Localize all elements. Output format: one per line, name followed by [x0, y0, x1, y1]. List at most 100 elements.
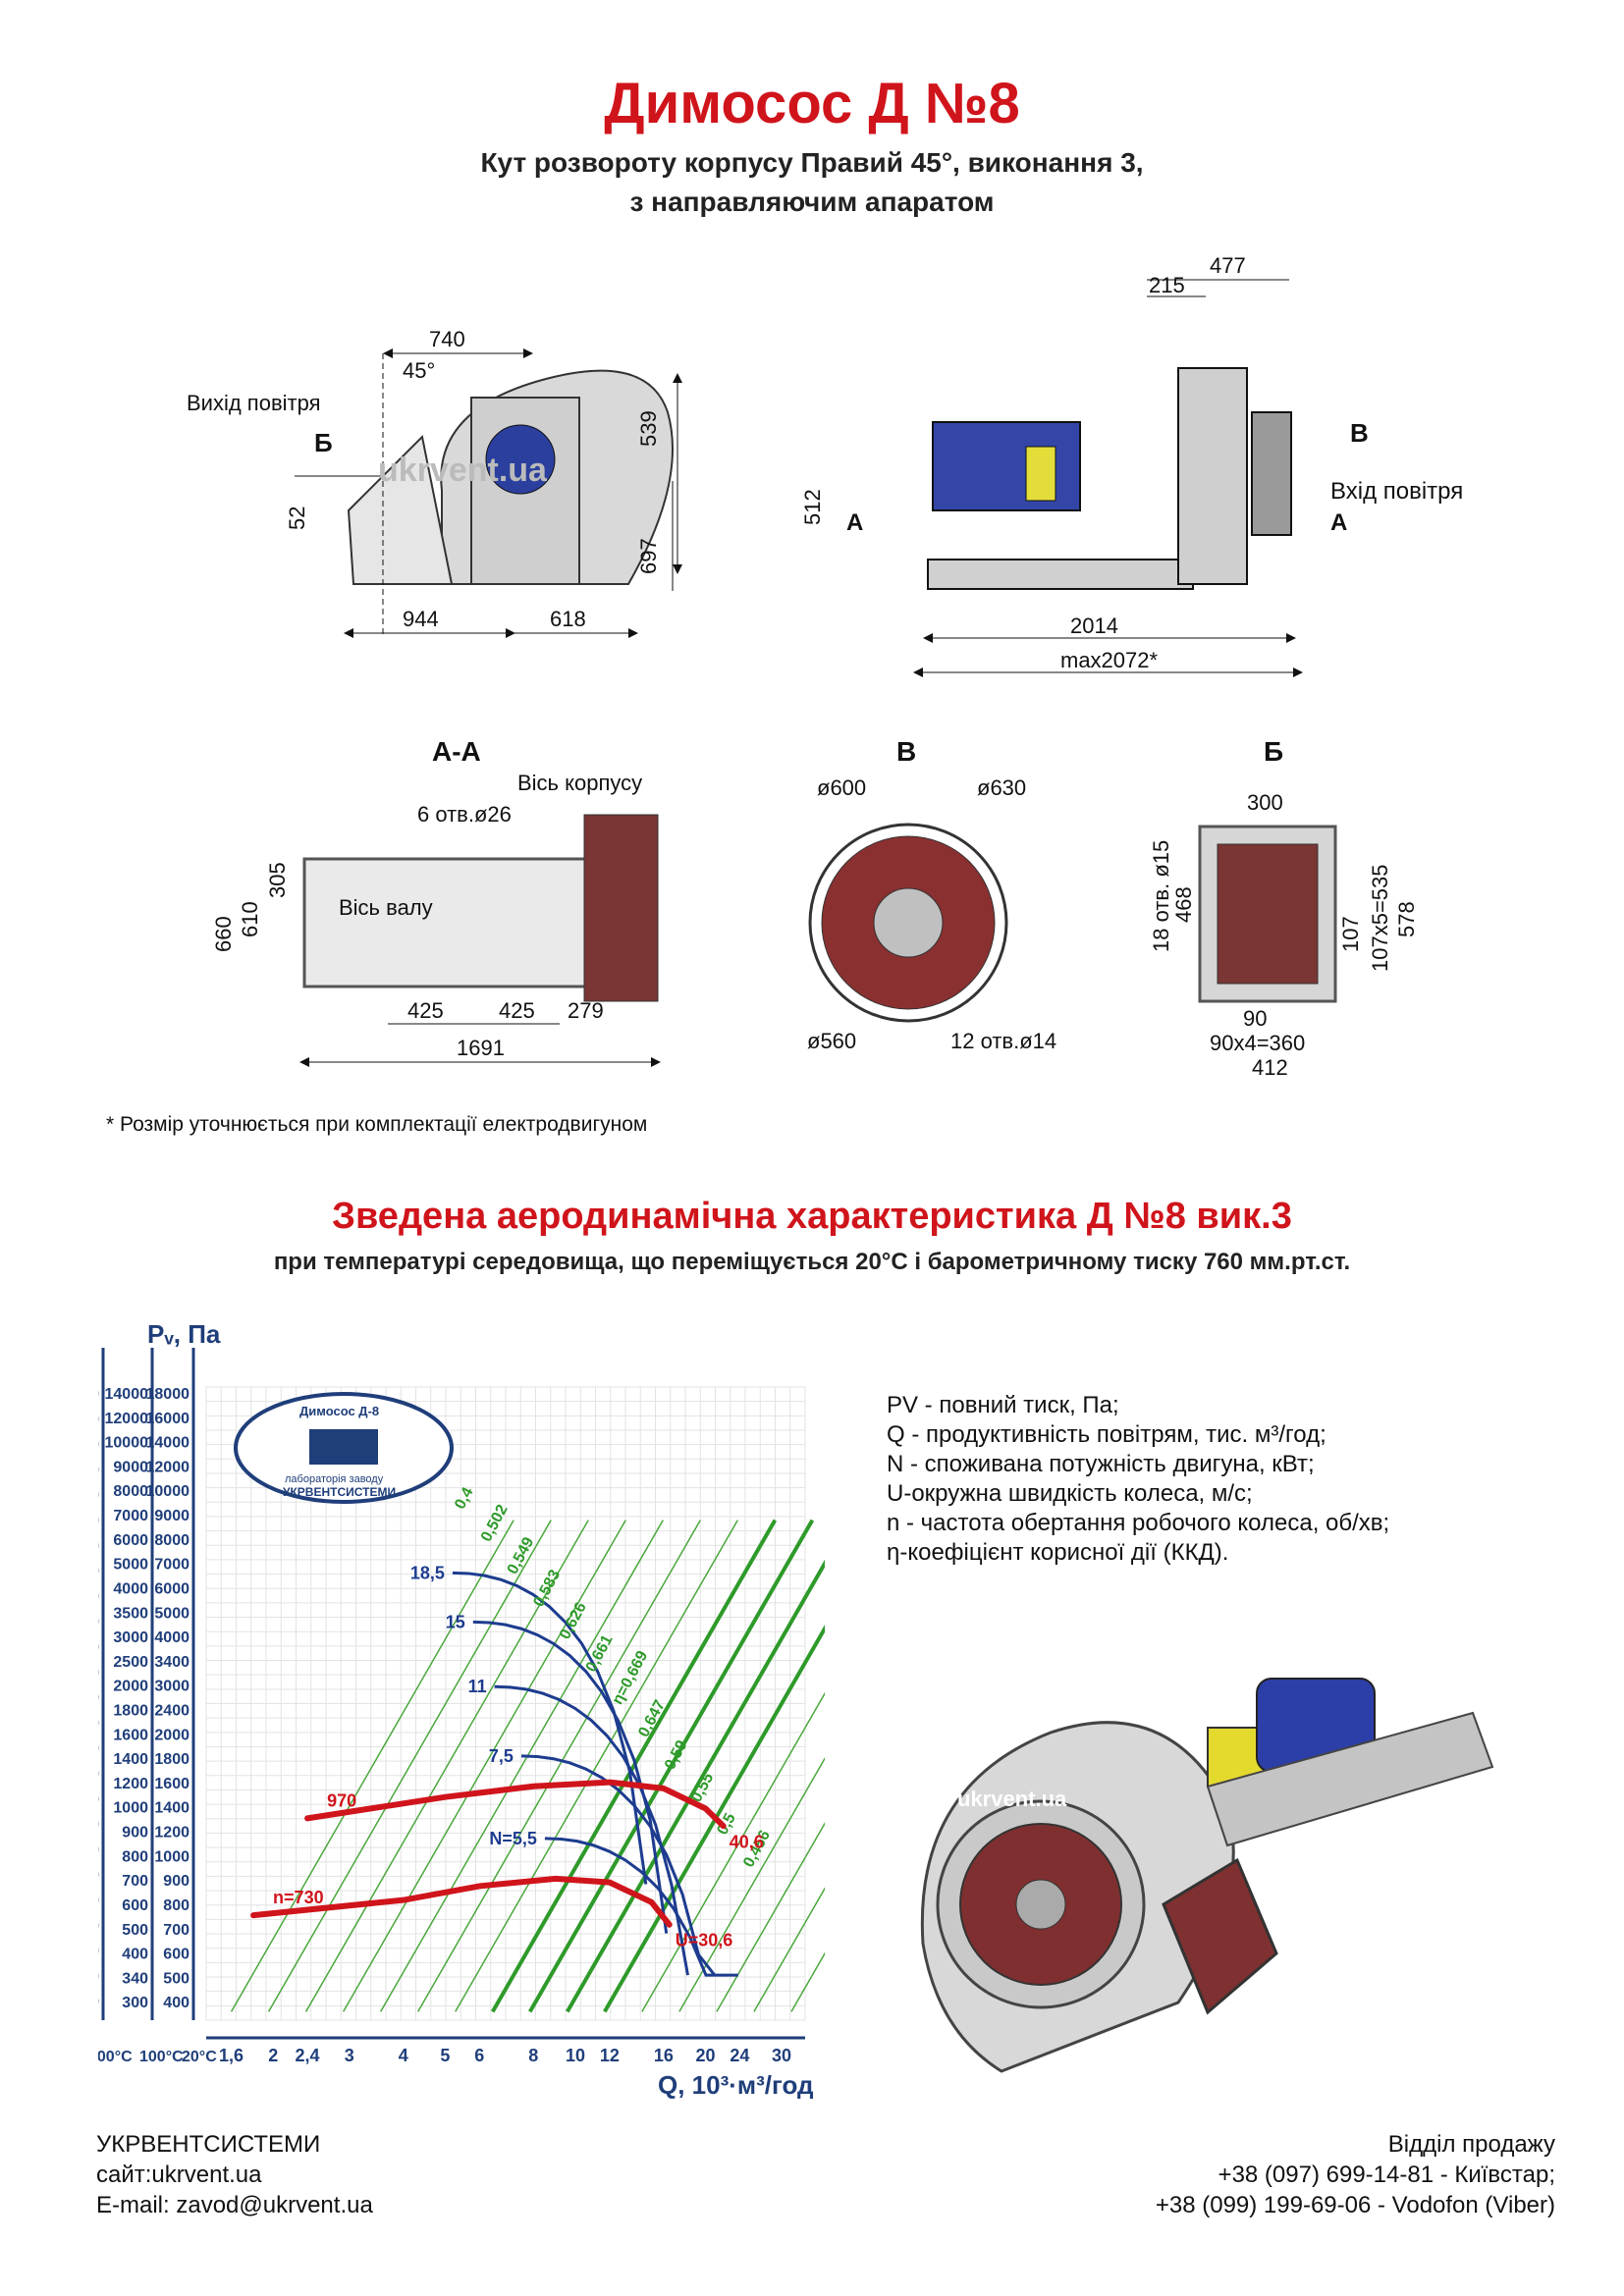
efficiency-line	[455, 1520, 738, 2012]
efficiency-label: 0,549	[505, 1534, 538, 1576]
power-curve-label: 11	[468, 1677, 487, 1696]
y-tick-label: 2500	[98, 1614, 99, 1630]
footer-phone-2[interactable]: +38 (099) 199-69-06 - Vodofon (Viber)	[1155, 2192, 1555, 2218]
dim-477: 477	[1210, 253, 1246, 278]
power-curve-label: 7,5	[489, 1746, 514, 1766]
dim-279: 279	[568, 998, 604, 1023]
y-tick-label: 7000	[113, 1508, 148, 1524]
footer-company: УКРВЕНТСИСТЕМИ	[96, 2131, 321, 2158]
efficiency-line	[603, 1624, 825, 2013]
dim-697: 697	[636, 538, 661, 574]
efficiency-line	[490, 1519, 778, 2013]
dim-660: 660	[211, 916, 236, 952]
dim-d600: ø600	[817, 775, 866, 800]
y-tick-label: 1200	[154, 1825, 189, 1842]
y-tick-label: 9000	[113, 1459, 148, 1475]
page-subtitle-1: Кут розвороту корпусу Правий 45°, викона…	[480, 147, 1144, 178]
section-aa-title: А-А	[432, 736, 481, 767]
y-tick-label: 3500	[98, 1564, 99, 1580]
technical-drawings: 740 45° Вихід повітря Б 52 539 697 944 6…	[187, 253, 1463, 1080]
aerodynamic-chart: 1000090008000700060005000400035003000250…	[98, 1319, 825, 2099]
dim-425-2: 425	[499, 998, 535, 1023]
y-tick-label: 4000	[98, 1538, 99, 1555]
logo-text-2: лабораторія заводу	[285, 1473, 384, 1485]
label-holes-15: 18 отв. ø15	[1149, 840, 1173, 952]
x-tick-label: 3	[345, 2046, 354, 2065]
dim-412: 412	[1252, 1055, 1288, 1080]
y-tick-label: 3500	[113, 1605, 148, 1622]
dim-107: 107	[1338, 916, 1363, 952]
y-tick-label: 1400	[154, 1800, 189, 1817]
section-v-drawing: В ø600 ø630 ø560 12 отв.ø14	[807, 736, 1056, 1053]
x-axis-label: Q, 10³·м³/год	[658, 2070, 814, 2099]
y-tick-label: 12000	[105, 1411, 149, 1427]
efficiency-line	[753, 1887, 825, 2012]
chart-section-subtitle: при температурі середовища, що переміщує…	[273, 1249, 1351, 1275]
section-v-title: В	[896, 736, 916, 767]
dim-944: 944	[403, 607, 439, 631]
y-tick-label: 700	[122, 1873, 148, 1890]
y-tick-label: 600	[98, 1867, 99, 1884]
y-tick-label: 600	[122, 1897, 148, 1914]
dim-425-1: 425	[407, 998, 444, 1023]
y-tick-label: 6000	[98, 1487, 99, 1504]
legend-n: N - споживана потужність двигуна, кВт;	[887, 1451, 1315, 1477]
efficiency-line	[528, 1519, 815, 2013]
chart-logo: Димосос Д-8 лабораторія заводу УКРВЕНТСИ…	[234, 1392, 454, 1504]
y-tick-label: 18000	[146, 1386, 190, 1403]
x-tick-label: 10	[566, 2046, 585, 2065]
fan-illustration: ukrvent.ua	[920, 1678, 1494, 2073]
y-tick-label: 1800	[98, 1665, 99, 1682]
dim-360: 90x4=360	[1210, 1031, 1305, 1055]
y-tick-label: 800	[122, 1848, 148, 1865]
y-tick-label: 3000	[113, 1629, 148, 1646]
efficiency-line	[641, 1691, 825, 2012]
y-tick-label: 8000	[113, 1483, 148, 1500]
section-b-drawing: Б 300 18 отв. ø15 468 107 107x5=535 578 …	[1149, 736, 1419, 1080]
y-tick-label: 2400	[154, 1703, 189, 1720]
dim-d630: ø630	[977, 775, 1026, 800]
y-tick-label: 1000	[113, 1800, 148, 1817]
efficiency-line	[230, 1520, 514, 2012]
y-tick-label: 8000	[98, 1437, 99, 1454]
dim-90: 90	[1243, 1006, 1267, 1031]
footer-phone-1[interactable]: +38 (097) 699-14-81 - Київстар;	[1218, 2162, 1555, 2188]
dim-305: 305	[265, 862, 290, 898]
y-tick-label: 10000	[98, 1386, 99, 1403]
y-tick-label: 700	[163, 1922, 189, 1939]
x-tick-label: 4	[399, 2046, 408, 2065]
efficiency-label: 0,502	[478, 1502, 512, 1544]
y-tick-label: 600	[163, 1947, 189, 1963]
y-tick-label: 4000	[113, 1580, 148, 1597]
power-curve-label: 18,5	[410, 1563, 445, 1582]
footer-site[interactable]: сайт:ukrvent.ua	[96, 2162, 262, 2188]
x-tick-label: 12	[600, 2046, 620, 2065]
y-tick-label: 12000	[146, 1459, 190, 1475]
power-curve	[472, 1620, 669, 1934]
y-tick-label: 300	[122, 1995, 148, 2011]
y-tick-label: 1800	[154, 1751, 189, 1768]
y-tick-label: 2000	[113, 1679, 148, 1695]
dim-610: 610	[238, 901, 262, 937]
section-v-mark: В	[1350, 418, 1369, 448]
y-tick-label: 6000	[154, 1580, 189, 1597]
efficiency-line	[342, 1520, 626, 2012]
dim-300: 300	[1247, 790, 1283, 815]
section-b-mark: Б	[314, 428, 333, 457]
dim-52: 52	[285, 507, 309, 530]
x-tick-label: 2	[268, 2046, 278, 2065]
y-tick-label: 2500	[113, 1654, 148, 1671]
efficiency-line	[678, 1756, 825, 2012]
y-tick-label: 7000	[98, 1462, 99, 1478]
x-tick-label: 2,4	[296, 2046, 320, 2065]
label-holes-26: 6 отв.ø26	[417, 802, 512, 827]
y-tick-label: 800	[163, 1897, 189, 1914]
y-tick-label: 2000	[154, 1727, 189, 1743]
y-tick-label: 1600	[98, 1690, 99, 1707]
dim-740: 740	[429, 327, 465, 351]
y-tick-label: 1800	[113, 1703, 148, 1720]
footer-email[interactable]: E-mail: zavod@ukrvent.ua	[96, 2192, 373, 2218]
chart-axes: 1000090008000700060005000400035003000250…	[98, 1348, 805, 2065]
page-title: Димосос Д №8	[604, 72, 1020, 135]
y-tick-label: 1000	[98, 1766, 99, 1783]
